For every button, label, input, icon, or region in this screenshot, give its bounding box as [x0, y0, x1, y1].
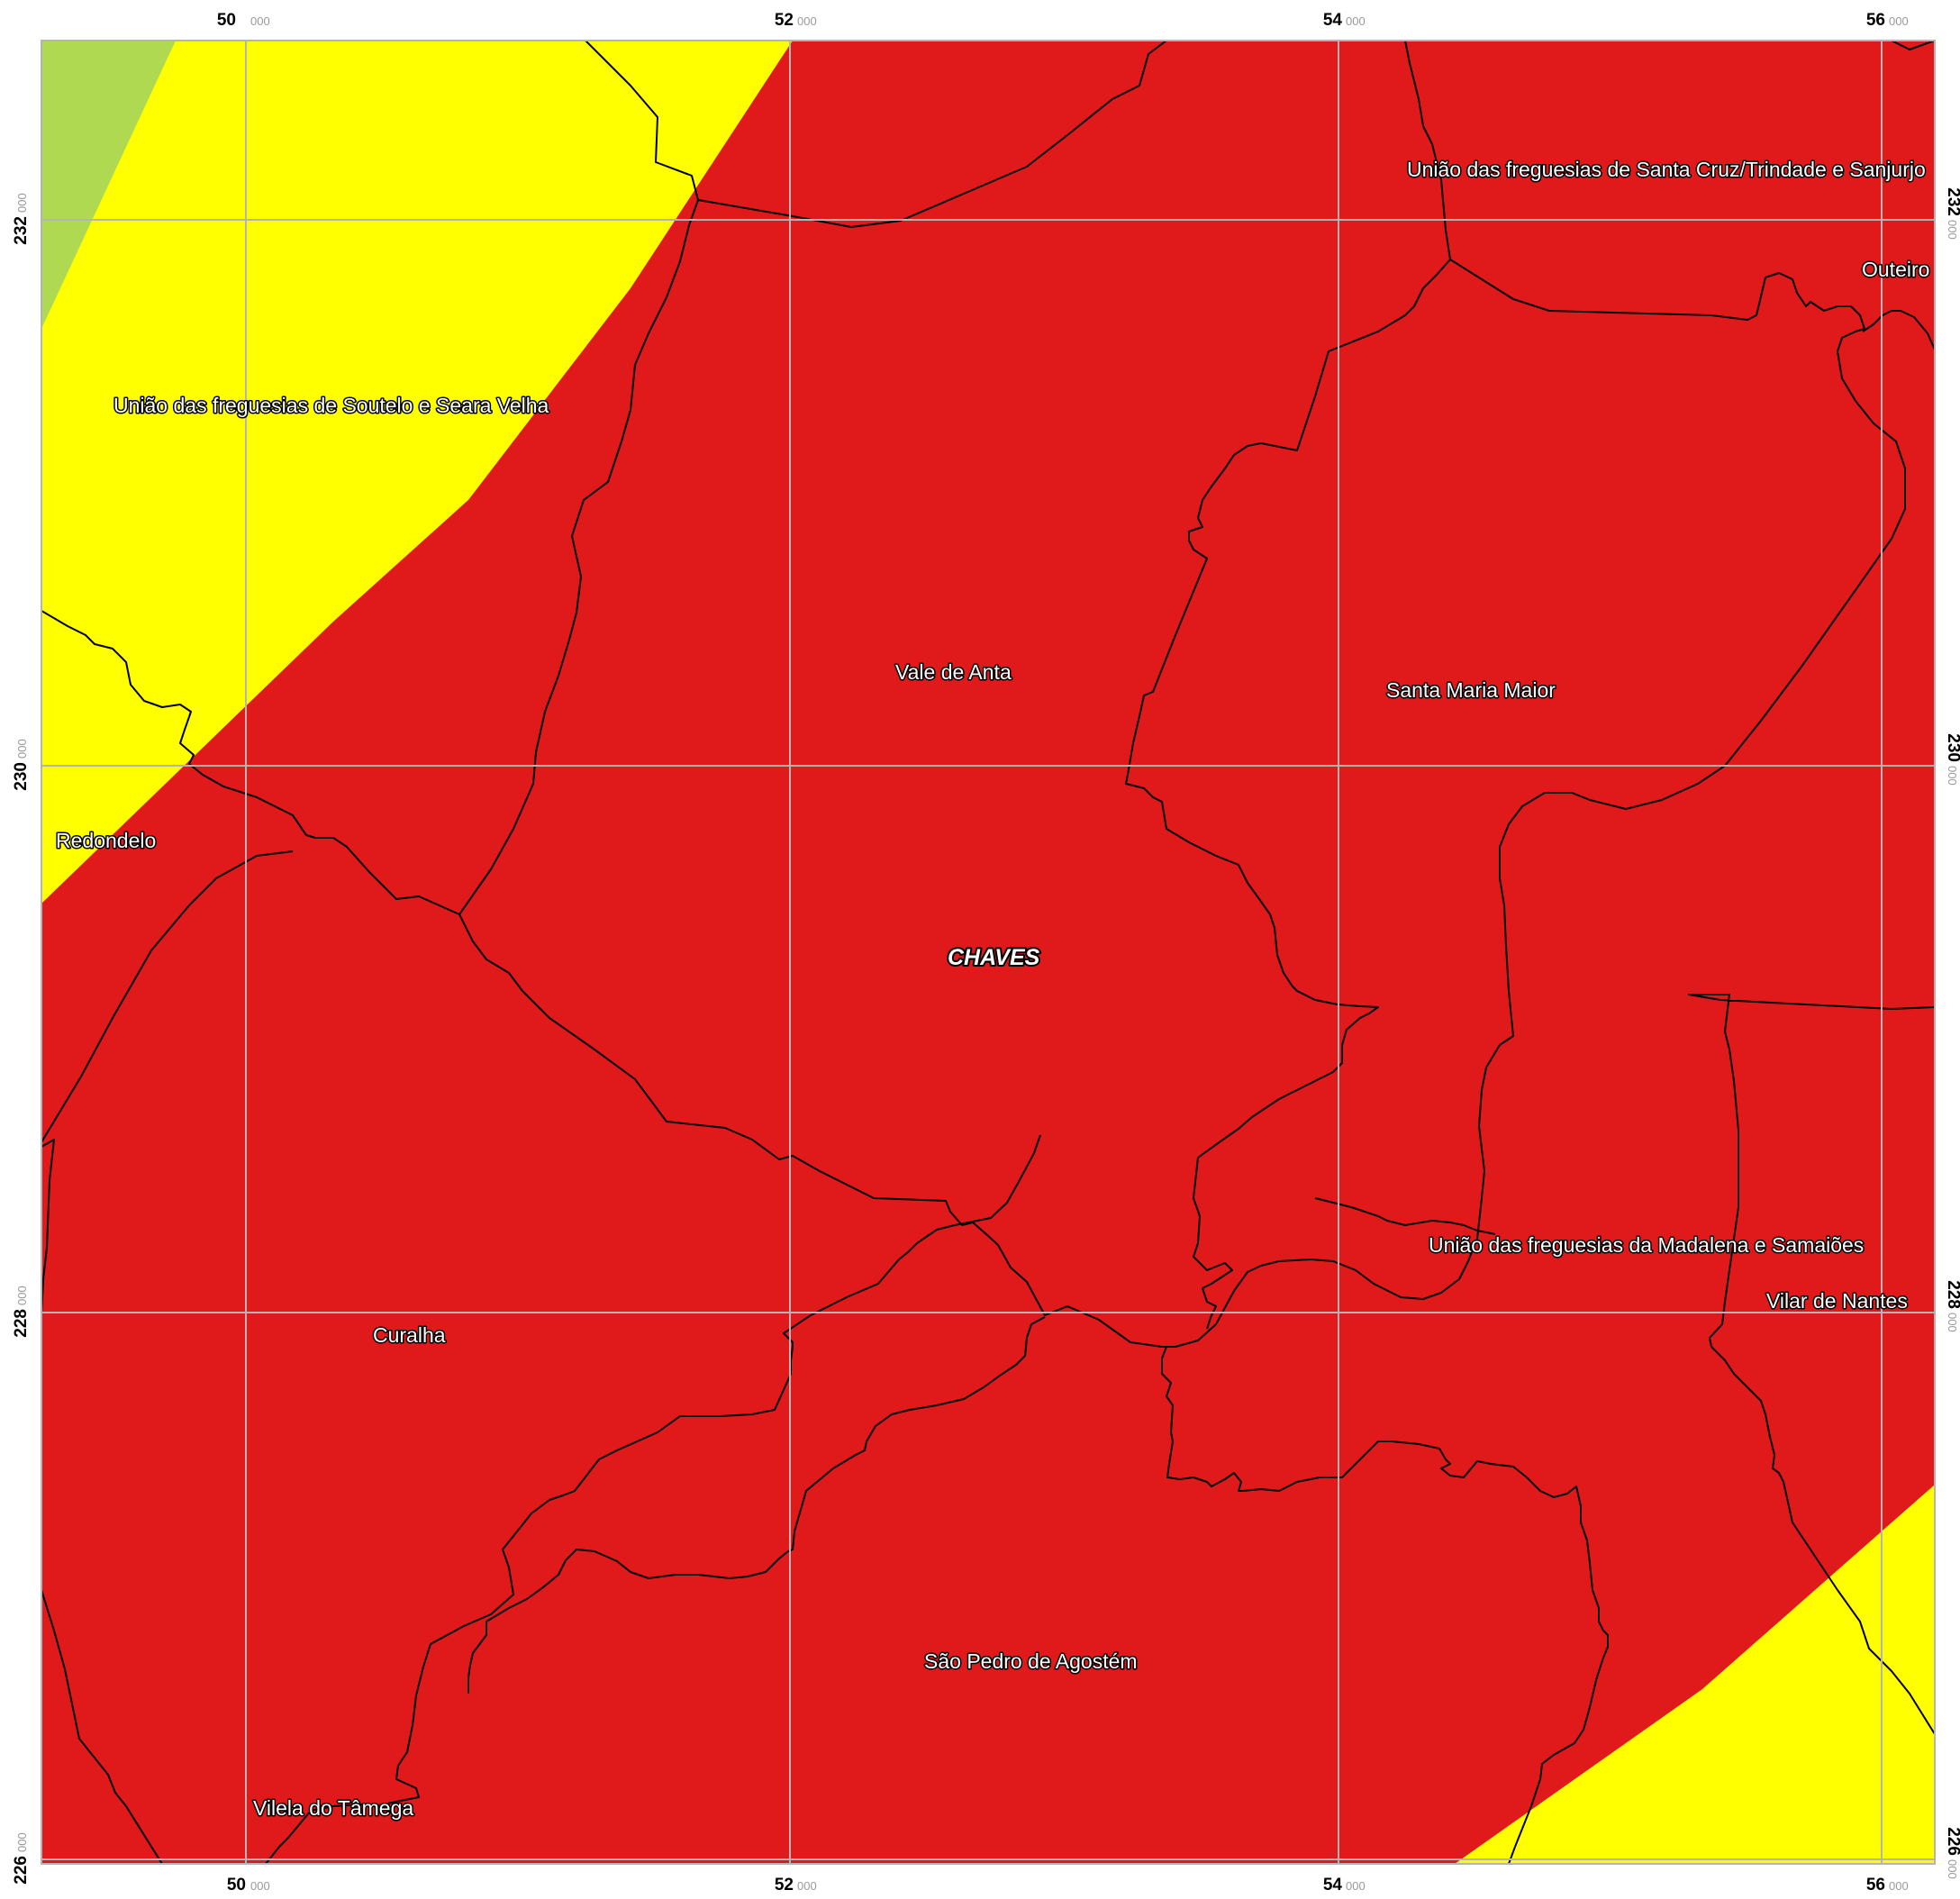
map-frame	[41, 40, 1936, 1865]
place-label-vilela[interactable]: Vilela do Tâmega	[252, 1795, 415, 1822]
y-tick-left-226000-minor: 000	[15, 1832, 29, 1852]
coordinate-grid	[41, 41, 1935, 1864]
y-tick-right-228000: 228	[1944, 1280, 1960, 1309]
place-label-madalena[interactable]: União das freguesias da Madalena e Samai…	[1428, 1232, 1865, 1258]
y-tick-left-232000: 232	[12, 216, 31, 245]
x-tick-top-56000-minor: 000	[1889, 14, 1909, 28]
y-tick-right-232000: 232	[1944, 187, 1960, 216]
x-tick-bottom-56000-minor: 000	[1889, 1879, 1909, 1893]
y-tick-left-230000-minor: 000	[15, 739, 29, 759]
y-axis-right-labels: 232 000 230 000 228 000 226 000	[1944, 187, 1960, 1878]
x-axis-top-labels: 50 000 52 000 54 000 56 000	[217, 11, 1909, 30]
hazard-zone-moderate	[41, 41, 176, 329]
place-label-sao-pedro[interactable]: São Pedro de Agostém	[923, 1649, 1139, 1675]
y-tick-right-228000-minor: 000	[1946, 1313, 1959, 1332]
y-tick-right-230000: 230	[1944, 733, 1960, 762]
x-tick-bottom-52000-minor: 000	[797, 1879, 817, 1893]
y-tick-left-228000-minor: 000	[15, 1286, 29, 1305]
place-label-vilar-de-nantes[interactable]: Vilar de Nantes	[1765, 1288, 1910, 1314]
y-tick-right-232000-minor: 000	[1946, 220, 1959, 240]
x-tick-top-50000-minor: 000	[250, 14, 270, 28]
place-label-vale-de-anta[interactable]: Vale de Anta	[894, 659, 1013, 686]
place-label-outeiro[interactable]: Outeiro Seco	[1861, 257, 1960, 283]
place-label-curalha[interactable]: Curalha	[372, 1322, 448, 1349]
place-label-santa-maria-maior[interactable]: Santa Maria Maior	[1385, 677, 1557, 704]
x-tick-bottom-50000-minor: 000	[250, 1879, 270, 1893]
place-label-santa-cruz[interactable]: União das freguesias de Santa Cruz/Trind…	[1406, 157, 1928, 183]
x-tick-top-56000: 56	[1866, 11, 1885, 30]
place-label-soutelo[interactable]: União das freguesias de Soutelo e Seara …	[113, 393, 551, 419]
y-tick-left-232000-minor: 000	[15, 193, 29, 213]
x-tick-top-50000: 50	[217, 11, 236, 30]
x-tick-bottom-54000: 54	[1323, 1876, 1343, 1894]
hazard-zone-high-southeast	[1455, 1485, 1935, 1864]
y-tick-right-226000-minor: 000	[1946, 1859, 1959, 1879]
x-tick-bottom-54000-minor: 000	[1346, 1879, 1366, 1893]
x-tick-top-52000-minor: 000	[797, 14, 817, 28]
y-tick-right-230000-minor: 000	[1946, 766, 1959, 786]
parish-boundaries	[41, 41, 1935, 1864]
x-tick-top-54000: 54	[1323, 11, 1343, 30]
x-tick-top-54000-minor: 000	[1346, 14, 1366, 28]
y-tick-left-230000: 230	[12, 762, 31, 791]
y-tick-left-228000: 228	[12, 1309, 31, 1338]
place-label-redondelo[interactable]: Redondelo	[55, 828, 158, 854]
x-tick-bottom-52000: 52	[775, 1876, 794, 1894]
place-labels: União das freguesias de Santa Cruz/Trind…	[55, 157, 1960, 1822]
x-tick-top-52000: 52	[775, 11, 794, 30]
y-axis-left-labels: 232 000 230 000 228 000 226 000	[12, 193, 31, 1884]
y-tick-right-226000: 226	[1944, 1827, 1960, 1856]
x-axis-bottom-labels: 50 000 52 000 54 000 56 000	[227, 1876, 1909, 1894]
place-label-chaves[interactable]: CHAVES	[946, 943, 1042, 972]
x-tick-bottom-50000: 50	[227, 1876, 246, 1894]
hazard-zone-high-northwest	[41, 41, 793, 904]
x-tick-bottom-56000: 56	[1866, 1876, 1885, 1894]
y-tick-left-226000: 226	[12, 1856, 31, 1885]
